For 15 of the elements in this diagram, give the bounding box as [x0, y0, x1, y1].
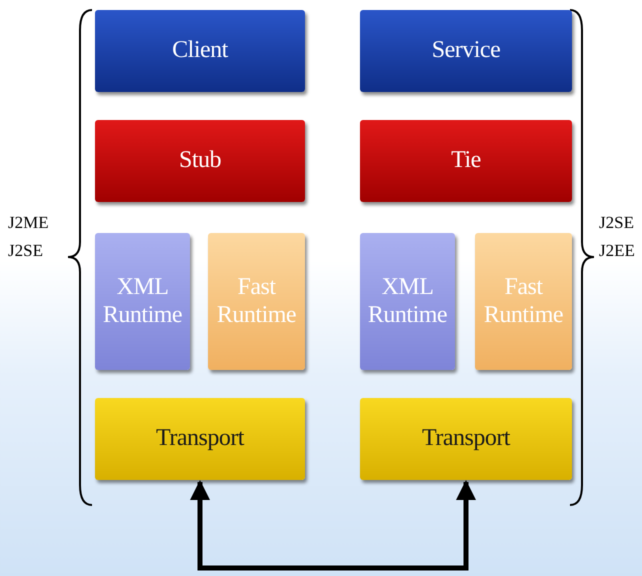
component-box: Transport — [95, 398, 305, 480]
component-box: Transport — [360, 398, 572, 480]
component-box: XML Runtime — [360, 233, 455, 370]
connector-arrow — [190, 480, 476, 570]
platform-label: J2SE — [8, 240, 43, 262]
platform-label: J2SE — [599, 212, 634, 234]
platform-label: J2EE — [599, 240, 635, 262]
component-box: Tie — [360, 120, 572, 202]
component-box: Stub — [95, 120, 305, 202]
component-box: XML Runtime — [95, 233, 190, 370]
platform-label: J2ME — [8, 212, 49, 234]
component-box: Fast Runtime — [208, 233, 305, 370]
component-box: Fast Runtime — [475, 233, 572, 370]
component-box: Client — [95, 10, 305, 92]
component-box: Service — [360, 10, 572, 92]
